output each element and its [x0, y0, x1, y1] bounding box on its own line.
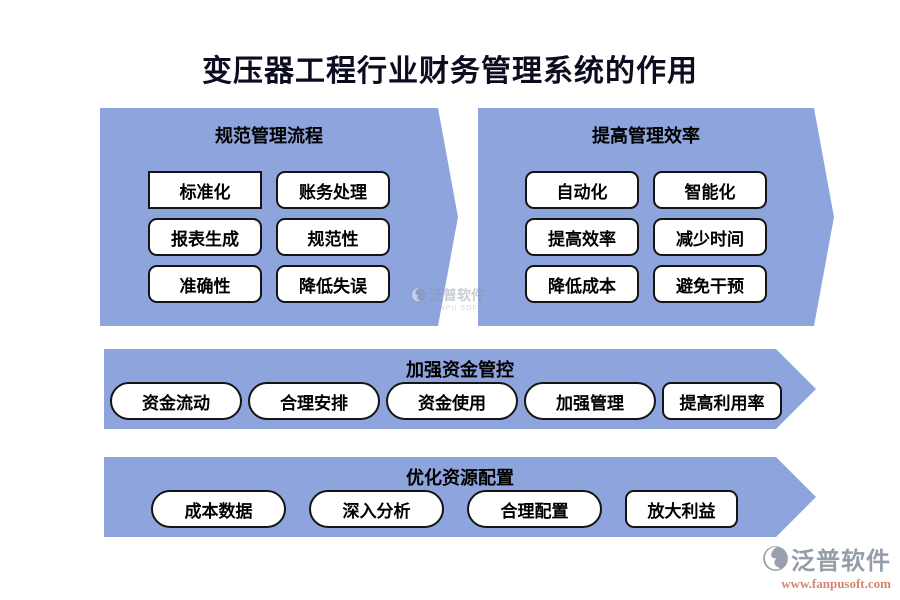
- feature-box: 降低失误: [276, 265, 390, 303]
- feature-pill: 合理配置: [467, 490, 602, 528]
- fanpu-logo: 泛普软件 www.fanpusoft.com: [762, 541, 891, 592]
- feature-box: 降低成本: [525, 265, 639, 303]
- panel-improve-efficiency: 提高管理效率 自动化 智能化 提高效率 减少时间 降低成本 避免干预: [478, 108, 834, 326]
- logo-text: 泛普软件: [791, 548, 891, 575]
- feature-box: 减少时间: [653, 218, 767, 256]
- feature-pill: 加强管理: [524, 382, 656, 420]
- feature-box: 提高效率: [525, 218, 639, 256]
- panel-box-grid: 标准化 账务处理 报表生成 规范性 准确性 降低失误: [100, 171, 438, 303]
- band-header: 加强资金管控: [406, 360, 514, 380]
- feature-box: 标准化: [148, 171, 262, 209]
- panel-standardize-process: 规范管理流程 标准化 账务处理 报表生成 规范性 准确性 降低失误: [100, 108, 458, 326]
- feature-pill: 成本数据: [151, 490, 286, 528]
- band-pill-row: 资金流动 合理安排 资金使用 加强管理 提高利用率: [110, 382, 782, 420]
- feature-pill: 合理安排: [248, 382, 380, 420]
- panel-header: 提高管理效率: [592, 126, 700, 146]
- feature-box: 账务处理: [276, 171, 390, 209]
- feature-box: 避免干预: [653, 265, 767, 303]
- band-pill-row: 成本数据 深入分析 合理配置 放大利益: [151, 490, 738, 528]
- feature-pill: 提高利用率: [662, 382, 782, 420]
- feature-pill: 放大利益: [625, 490, 738, 528]
- feature-box: 报表生成: [148, 218, 262, 256]
- page-title: 变压器工程行业财务管理系统的作用: [202, 55, 698, 88]
- panel-header: 规范管理流程: [215, 126, 323, 146]
- band-header: 优化资源配置: [406, 468, 514, 488]
- panel-box-grid: 自动化 智能化 提高效率 减少时间 降低成本 避免干预: [478, 171, 814, 303]
- feature-box: 规范性: [276, 218, 390, 256]
- feature-box: 智能化: [653, 171, 767, 209]
- feature-pill: 资金流动: [110, 382, 242, 420]
- feature-box: 准确性: [148, 265, 262, 303]
- feature-pill: 资金使用: [386, 382, 518, 420]
- feature-box: 自动化: [525, 171, 639, 209]
- band-resource-allocation: 优化资源配置 成本数据 深入分析 合理配置 放大利益: [104, 457, 816, 537]
- logo-url: www.fanpusoft.com: [781, 576, 891, 591]
- fanpu-swirl-icon: [762, 545, 789, 572]
- feature-pill: 深入分析: [309, 490, 444, 528]
- band-fund-control: 加强资金管控 资金流动 合理安排 资金使用 加强管理 提高利用率: [104, 349, 816, 429]
